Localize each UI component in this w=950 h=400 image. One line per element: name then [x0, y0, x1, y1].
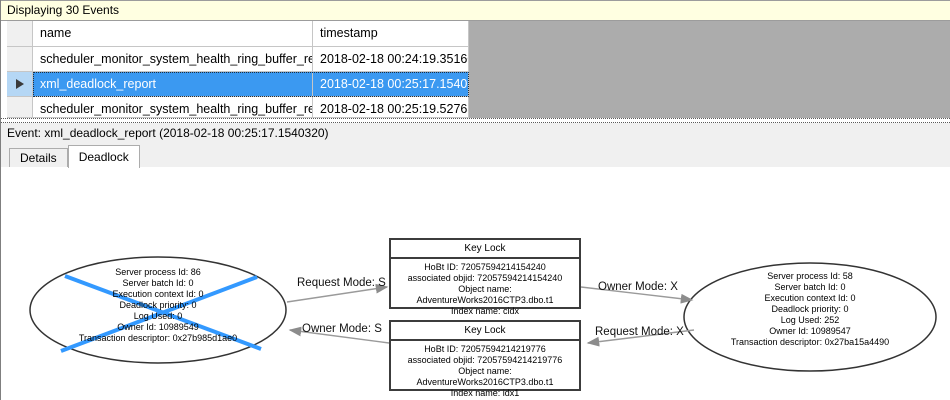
node-line: Owner Id: 10989547: [769, 326, 851, 336]
cell-name[interactable]: scheduler_monitor_system_health_ring_buf…: [33, 97, 313, 118]
events-count-text: Displaying 30 Events: [7, 3, 120, 17]
table-row[interactable]: scheduler_monitor_system_health_ring_buf…: [1, 47, 950, 72]
node-line: Deadlock priority: 0: [119, 300, 197, 310]
edge-label-request-mode-x: Request Mode: X: [595, 326, 684, 338]
key-lock-title: Key Lock: [391, 322, 579, 341]
key-lock-title: Key Lock: [391, 240, 579, 259]
node-line: Log Used: 0: [133, 311, 183, 321]
node-line: Execution context Id: 0: [764, 293, 856, 303]
table-row-selected[interactable]: xml_deadlock_report 2018-02-18 00:25:17.…: [1, 72, 950, 97]
lock-line: Object name: AdventureWorks2016CTP3.dbo.…: [416, 366, 554, 387]
column-header-name[interactable]: name: [33, 21, 313, 47]
cell-timestamp[interactable]: 2018-02-18 00:24:19.3516078: [313, 47, 469, 72]
node-line: Server process Id: 58: [767, 271, 853, 281]
grid-header-row: name timestamp: [1, 21, 950, 47]
edge-owner-s-arrow: [288, 326, 390, 344]
cell-timestamp[interactable]: 2018-02-18 00:25:19.5276859: [313, 97, 469, 118]
deadlock-graph-pane: Server process Id: 86 Server batch Id: 0…: [1, 167, 950, 400]
tab-details[interactable]: Details: [9, 148, 68, 167]
row-selector-header: [7, 21, 33, 47]
row-selector-cell[interactable]: [7, 47, 33, 72]
column-header-timestamp[interactable]: timestamp: [313, 21, 469, 47]
node-line: Transaction descriptor: 0x27b985d1ae0: [78, 333, 238, 343]
process-node-survivor-text: Server process Id: 58 Server batch Id: 0…: [690, 271, 930, 348]
cell-name[interactable]: xml_deadlock_report: [33, 72, 313, 97]
edge-request-s-arrow: [286, 283, 389, 303]
lock-line: HoBt ID: 72057594214154240: [424, 262, 546, 272]
event-title-bar: Event: xml_deadlock_report (2018-02-18 0…: [1, 123, 950, 144]
row-selector-cell[interactable]: [7, 97, 33, 118]
grid-left-gutter: [1, 72, 7, 97]
edge-label-owner-mode-x: Owner Mode: X: [598, 281, 678, 293]
events-grid: name timestamp scheduler_monitor_system_…: [1, 21, 950, 118]
lock-line: associated objid: 72057594214219776: [407, 355, 563, 365]
node-line: Owner Id: 10989549: [117, 322, 199, 332]
detail-tabs: Details Deadlock: [1, 144, 950, 168]
row-selector-cell[interactable]: [7, 72, 33, 97]
lock-line: Object name: AdventureWorks2016CTP3.dbo.…: [416, 284, 554, 305]
tab-deadlock[interactable]: Deadlock: [67, 145, 140, 168]
lock-line: associated objid: 72057594214154240: [407, 273, 563, 283]
node-line: Log Used: 252: [780, 315, 840, 325]
event-title-text: Event: xml_deadlock_report (2018-02-18 0…: [7, 126, 329, 140]
lock-line: HoBt ID: 72057594214219776: [424, 344, 546, 354]
node-line: Transaction descriptor: 0x27ba15a4490: [730, 337, 890, 347]
edge-label-request-mode-s: Request Mode: S: [297, 277, 386, 289]
horizontal-splitter[interactable]: [1, 118, 950, 123]
current-row-indicator-icon: [15, 79, 24, 89]
deadlock-graph-drawing: [29, 256, 937, 372]
cell-timestamp[interactable]: 2018-02-18 00:25:17.1540320: [313, 72, 469, 97]
grid-left-gutter: [1, 47, 7, 72]
events-count-bar: Displaying 30 Events: [1, 0, 950, 21]
victim-cross-line: [60, 275, 258, 353]
lock-line: Index name: cidx: [450, 306, 520, 316]
node-line: Server batch Id: 0: [122, 278, 194, 288]
process-node-victim-text: Server process Id: 86 Server batch Id: 0…: [38, 267, 278, 344]
edge-request-x-arrow: [586, 329, 695, 347]
table-row[interactable]: scheduler_monitor_system_health_ring_buf…: [1, 97, 950, 118]
node-line: Server batch Id: 0: [774, 282, 846, 292]
key-lock-details: HoBt ID: 72057594214154240 associated ob…: [391, 259, 579, 317]
lock-line: Index name: idx1: [450, 388, 520, 398]
key-lock-details: HoBt ID: 72057594214219776 associated ob…: [391, 341, 579, 399]
cell-name[interactable]: scheduler_monitor_system_health_ring_buf…: [33, 47, 313, 72]
process-node-survivor-ellipse: [683, 262, 937, 372]
node-line: Deadlock priority: 0: [771, 304, 849, 314]
edge-label-owner-mode-s: Owner Mode: S: [302, 323, 382, 335]
edge-owner-x-arrow: [580, 286, 694, 304]
key-lock-node-top: Key Lock HoBt ID: 72057594214154240 asso…: [389, 238, 581, 316]
grid-left-gutter: [1, 97, 7, 118]
node-line: Execution context Id: 0: [112, 289, 204, 299]
node-line: Server process Id: 86: [115, 267, 201, 277]
key-lock-node-bottom: Key Lock HoBt ID: 72057594214219776 asso…: [389, 320, 581, 398]
grid-left-gutter: [1, 21, 7, 47]
